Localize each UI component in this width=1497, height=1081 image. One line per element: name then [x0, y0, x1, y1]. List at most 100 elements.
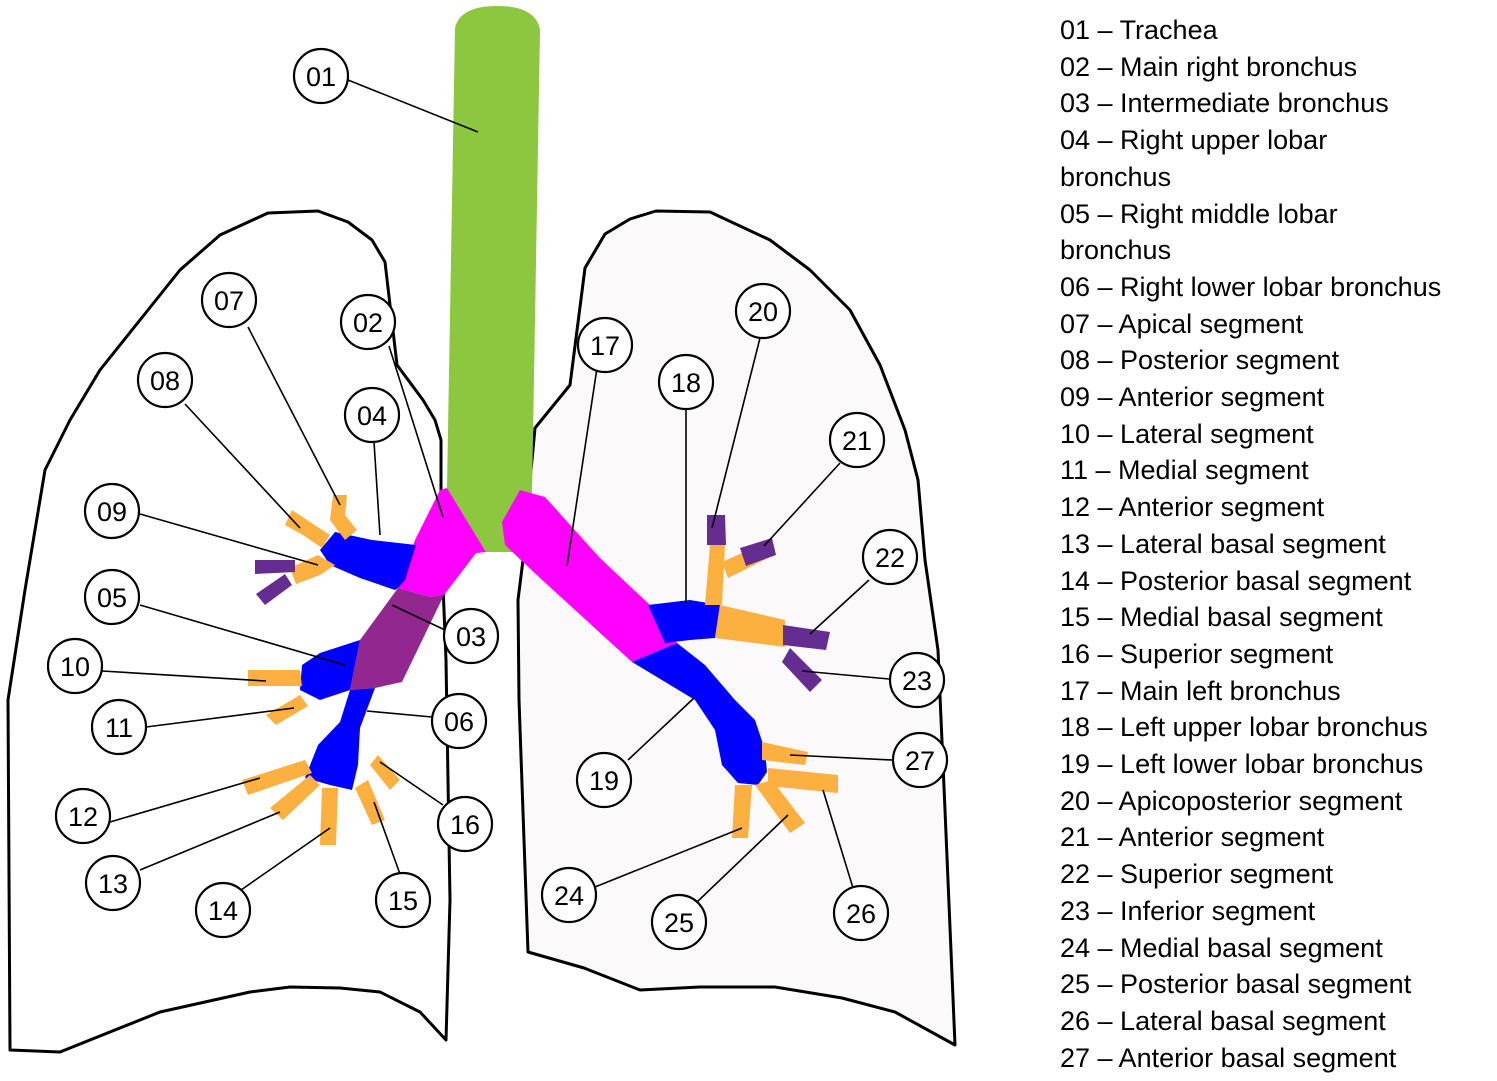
- marker-12-label: 12: [68, 802, 98, 832]
- marker-20: 20: [734, 282, 792, 340]
- marker-02-label: 02: [353, 308, 383, 338]
- marker-17-label: 17: [590, 331, 620, 361]
- left-lingular-segments: [715, 605, 830, 692]
- marker-12-circle: [54, 787, 112, 845]
- marker-16-circle: [436, 795, 494, 853]
- marker-18-circle: [657, 353, 715, 411]
- marker-10-label: 10: [60, 652, 90, 682]
- main-right-bronchus: [398, 488, 486, 597]
- marker-22-circle: [861, 528, 919, 586]
- marker-19-circle: [575, 751, 633, 809]
- marker-16: 16: [436, 795, 494, 853]
- legend-item: 08 – Posterior segment: [1060, 345, 1340, 376]
- left-lower-lobar-bronchus: [632, 643, 767, 785]
- legend-item: 01 – Trachea: [1060, 15, 1218, 45]
- marker-03: 03: [442, 607, 500, 665]
- marker-06-circle: [430, 692, 488, 750]
- marker-05-circle: [83, 568, 141, 626]
- marker-06-label: 06: [444, 707, 474, 737]
- marker-08: 08: [136, 351, 194, 409]
- marker-01-circle: [292, 47, 350, 105]
- marker-20-circle: [734, 282, 792, 340]
- marker-14-label: 14: [208, 896, 238, 926]
- legend-item: 22 – Superior segment: [1060, 859, 1334, 890]
- intermediate-bronchus: [350, 588, 444, 690]
- marker-15: 15: [374, 871, 432, 929]
- marker-07-circle: [200, 271, 258, 329]
- legend-item: 26 – Lateral basal segment: [1060, 1005, 1386, 1036]
- marker-07-label: 07: [214, 286, 244, 316]
- marker-10: 10: [46, 637, 104, 695]
- marker-11-circle: [90, 698, 148, 756]
- right-lower-segments: [242, 755, 400, 845]
- marker-09-label: 09: [97, 497, 127, 527]
- legend-item: 09 – Anterior segment: [1060, 382, 1325, 413]
- legend-item: 13 – Lateral basal segment: [1060, 528, 1386, 559]
- legend-item: 15 – Medial basal segment: [1060, 602, 1383, 633]
- marker-02: 02: [339, 293, 397, 351]
- main-left-bronchus: [502, 490, 677, 662]
- marker-09-circle: [83, 482, 141, 540]
- marker-26-circle: [832, 884, 890, 942]
- legend-item: 16 – Superior segment: [1060, 638, 1334, 669]
- marker-05: 05: [83, 568, 141, 626]
- marker-27-circle: [891, 731, 949, 789]
- legend-item: 06 – Right lower lobar bronchus: [1060, 271, 1442, 302]
- marker-19-label: 19: [589, 766, 619, 796]
- legend-item: bronchus: [1060, 235, 1172, 266]
- marker-08-circle: [136, 351, 194, 409]
- legend-item: 02 – Main right bronchus: [1060, 51, 1358, 82]
- legend-item: 12 – Anterior segment: [1060, 492, 1325, 523]
- marker-24-label: 24: [554, 881, 584, 911]
- legend-item: 04 – Right upper lobar: [1060, 125, 1328, 156]
- legend-item: 14 – Posterior basal segment: [1060, 565, 1412, 596]
- marker-24: 24: [540, 866, 598, 924]
- right-middle-lobar-bronchus: [300, 640, 360, 700]
- legend-item: 10 – Lateral segment: [1060, 418, 1314, 449]
- legend-item: 25 – Posterior basal segment: [1060, 969, 1412, 1000]
- marker-14: 14: [194, 881, 252, 939]
- legend-item: 11 – Medial segment: [1060, 455, 1309, 486]
- marker-05-label: 05: [97, 583, 127, 613]
- marker-27: 27: [891, 731, 949, 789]
- legend-item: 07 – Apical segment: [1060, 308, 1304, 339]
- marker-01: 01: [292, 47, 350, 105]
- left-upper-lobar-bronchus: [648, 600, 720, 643]
- legend-item: 23 – Inferior segment: [1060, 895, 1316, 926]
- right-middle-segments: [248, 670, 308, 725]
- marker-24-circle: [540, 866, 598, 924]
- legend-item: 17 – Main left bronchus: [1060, 675, 1341, 706]
- marker-13-label: 13: [98, 869, 128, 899]
- marker-03-circle: [442, 607, 500, 665]
- right-lower-lobar-bronchus: [305, 688, 375, 790]
- marker-07: 07: [200, 271, 258, 329]
- marker-23-label: 23: [902, 666, 932, 696]
- marker-06: 06: [430, 692, 488, 750]
- marker-23-circle: [888, 651, 946, 709]
- legend-item: 21 – Anterior segment: [1060, 822, 1325, 853]
- marker-12: 12: [54, 787, 112, 845]
- marker-17-circle: [576, 316, 634, 374]
- legend-item: 19 – Left lower lobar bronchus: [1060, 749, 1424, 780]
- marker-15-circle: [374, 871, 432, 929]
- marker-08-label: 08: [150, 366, 180, 396]
- legend-item: 18 – Left upper lobar bronchus: [1060, 712, 1428, 743]
- marker-13: 13: [84, 854, 142, 912]
- marker-25: 25: [650, 893, 708, 951]
- marker-04: 04: [343, 386, 401, 444]
- marker-27-label: 27: [905, 746, 935, 776]
- marker-25-circle: [650, 893, 708, 951]
- marker-22-label: 22: [875, 543, 905, 573]
- marker-01-label: 01: [306, 62, 336, 92]
- marker-04-label: 04: [357, 401, 387, 431]
- marker-18: 18: [657, 353, 715, 411]
- marker-18-label: 18: [671, 368, 701, 398]
- marker-16-label: 16: [450, 810, 480, 840]
- marker-14-circle: [194, 881, 252, 939]
- left-upper-segments: [705, 515, 776, 605]
- marker-11: 11: [90, 698, 148, 756]
- marker-21-circle: [828, 411, 886, 469]
- marker-25-label: 25: [664, 908, 694, 938]
